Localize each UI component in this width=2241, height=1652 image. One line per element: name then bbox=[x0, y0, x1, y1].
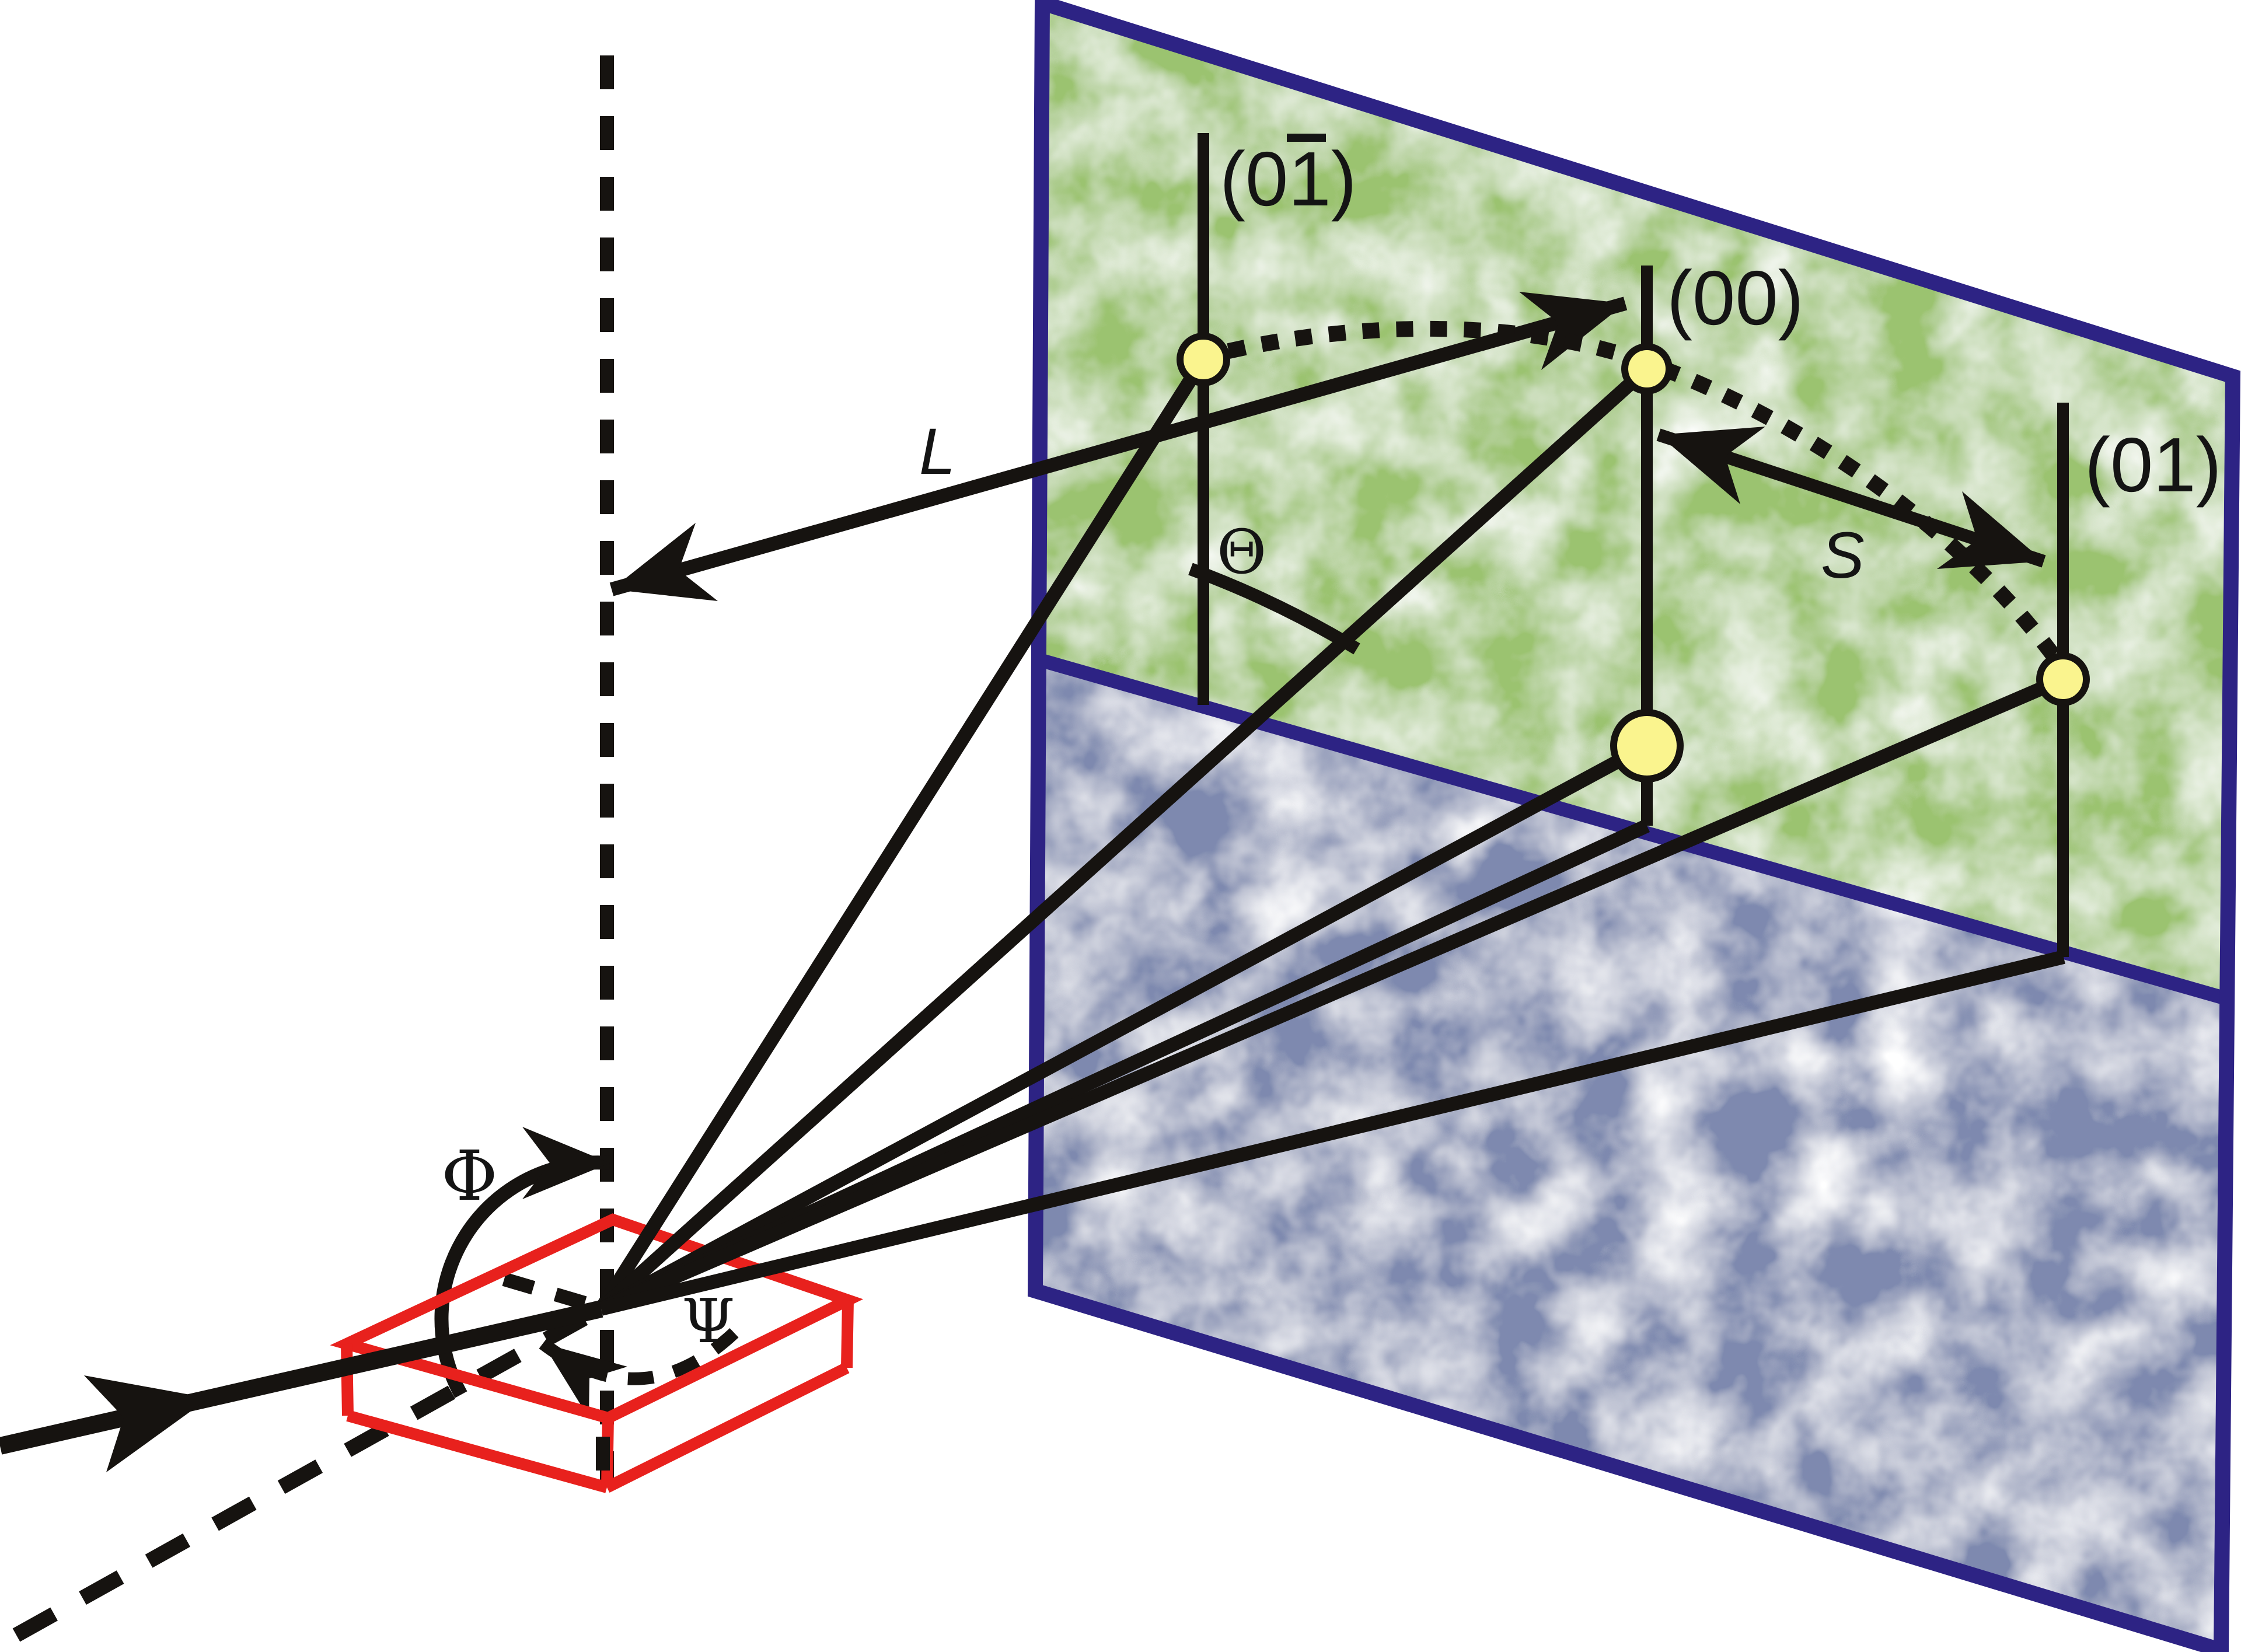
sample-bottom-left-edge bbox=[346, 1410, 609, 1493]
psi-angle-arc-dashed bbox=[539, 1328, 739, 1385]
labels: (01) (00) (01) L S Θ Φ Ψ bbox=[441, 134, 2222, 1357]
psi-arc-arrowhead-icon bbox=[543, 1343, 627, 1418]
streak-spacing-arrow bbox=[1656, 427, 2046, 569]
psi-angle-label: Ψ bbox=[682, 1286, 735, 1357]
camera-length-line bbox=[609, 296, 1628, 596]
arrowhead-right-icon bbox=[1937, 491, 2044, 569]
incident-beam bbox=[0, 1300, 603, 1472]
screen-panel-green bbox=[1042, 3, 2233, 997]
diffraction-spots bbox=[1177, 333, 2090, 783]
construction-lines bbox=[12, 55, 614, 1642]
theta-angle-label: Θ bbox=[1217, 516, 1266, 588]
diffraction-spot-specular bbox=[1610, 709, 1684, 783]
diffracted-beam-to-00-spot bbox=[596, 364, 1652, 1314]
screen-border bbox=[1027, 0, 2241, 1652]
diffracted-beam-to-specular-spot bbox=[598, 739, 1650, 1315]
diffracted-beams bbox=[595, 355, 2066, 1316]
sample-box bbox=[330, 1213, 864, 1493]
diffraction-spot-01 bbox=[2036, 652, 2090, 706]
incident-beam-line bbox=[0, 1300, 603, 1455]
camera-length-arrow bbox=[609, 292, 1628, 601]
diffracted-beam-to-01-rod-base bbox=[599, 950, 2065, 1316]
sample-right-edge bbox=[841, 1300, 854, 1368]
diffraction-spot-00 bbox=[1621, 343, 1673, 394]
arrowhead-right-icon bbox=[1519, 292, 1625, 370]
rod-label-01: (01) bbox=[2085, 422, 2222, 508]
arrowhead-left-icon bbox=[612, 523, 718, 601]
sample-bottom-right-edge bbox=[604, 1363, 850, 1493]
diffracted-beam-to-0-1bar-spot bbox=[595, 355, 1210, 1313]
sample-left-edge bbox=[341, 1343, 354, 1416]
rod-label-00: (00) bbox=[1667, 255, 1804, 341]
arrowhead-left-icon bbox=[1659, 427, 1765, 504]
camera-length-label: L bbox=[919, 415, 955, 488]
incident-beam-arrowhead-icon bbox=[84, 1375, 209, 1472]
diffracted-beam-to-01-spot bbox=[598, 672, 2066, 1316]
phi-arc-arrowhead-icon bbox=[522, 1127, 610, 1199]
beam-azimuth-dashed-line bbox=[12, 1302, 605, 1642]
streak-spacing-label: S bbox=[1821, 519, 1865, 592]
sample-top-face bbox=[330, 1213, 864, 1424]
diffraction-spot-0-1bar bbox=[1177, 333, 1230, 386]
rod-label-0-1bar: (01) bbox=[1220, 136, 1357, 222]
phi-angle-label: Φ bbox=[441, 1136, 498, 1216]
surface-reference-dashed-ray bbox=[494, 1270, 587, 1310]
